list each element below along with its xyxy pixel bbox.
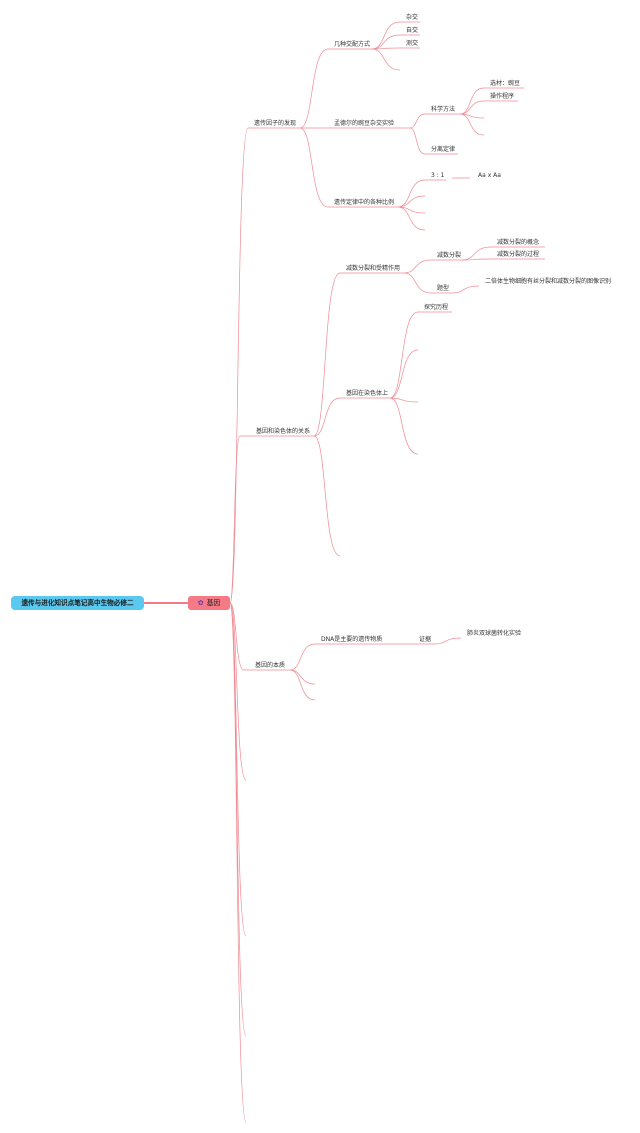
connector-line	[299, 48, 372, 129]
node-gene-chromosome-relation[interactable]: 基因和染色体的关系	[256, 428, 311, 435]
connector-line	[289, 669, 316, 685]
node-scientific-method[interactable]: 科学方法	[431, 106, 456, 113]
node-pneumococcus-transformation[interactable]: 肺炎双球菌转化实验	[467, 630, 522, 637]
connector-line	[299, 127, 398, 208]
node-ratio-3-1[interactable]: 3 : 1	[431, 172, 445, 179]
root-node[interactable]: 遗传与进化知识点笔记高中生物必修二	[11, 596, 144, 610]
connector-line	[371, 47, 420, 50]
connector-line	[389, 397, 419, 455]
node-cross-aa[interactable]: Aa x Aa	[478, 172, 501, 179]
connector-line	[229, 435, 314, 604]
connector-line	[461, 258, 545, 261]
center-node-label: 基因	[206, 599, 221, 607]
node-meiosis[interactable]: 减数分裂	[437, 252, 462, 259]
node-self-cross[interactable]: 自交	[406, 27, 419, 34]
connector-line	[289, 643, 386, 671]
node-test-cross[interactable]: 测交	[406, 40, 419, 47]
connector-line	[389, 349, 419, 399]
connector-line	[403, 272, 452, 294]
center-node-gene[interactable]: ✿基因	[188, 596, 230, 610]
node-mendel-pea-experiment[interactable]: 孟德尔的豌豆杂交实验	[334, 120, 395, 127]
connector-line	[459, 113, 485, 136]
node-heredity-factor-discovery[interactable]: 遗传因子的发现	[254, 120, 297, 127]
node-meiosis-fertilization[interactable]: 减数分裂和受精作用	[346, 265, 401, 272]
connector-line	[313, 272, 404, 437]
flower-icon: ✿	[197, 599, 204, 607]
connector-line	[229, 602, 247, 1123]
connector-line	[229, 127, 300, 604]
node-exploration-history[interactable]: 探究历程	[424, 304, 449, 311]
connector-line	[289, 669, 316, 701]
connector-line	[389, 397, 419, 403]
node-meiosis-process[interactable]: 减数分裂的过程	[497, 251, 540, 258]
node-cell-division-image-recognition[interactable]: 二倍体生物细胞有丝分裂和减数分裂的图像识别	[485, 278, 612, 285]
node-evidence[interactable]: 证据	[419, 636, 432, 643]
node-dna-main-genetic-material[interactable]: DNA是主要的遗传物质	[321, 636, 383, 643]
node-mating-methods[interactable]: 几种交配方式	[334, 41, 371, 48]
node-material-pea[interactable]: 选材：豌豆	[490, 80, 521, 87]
node-nature-of-gene[interactable]: 基因的本质	[255, 662, 286, 669]
connector-line	[459, 87, 524, 115]
connector-line	[313, 397, 390, 437]
connector-line	[371, 48, 401, 71]
node-operation-procedure[interactable]: 操作程序	[490, 93, 515, 100]
node-segregation-law[interactable]: 分离定律	[431, 146, 456, 153]
connector-line	[397, 179, 446, 208]
connector-line	[409, 127, 458, 155]
connector-line	[313, 435, 341, 557]
connector-line	[371, 34, 420, 50]
connector-line	[229, 602, 247, 781]
connector-line	[403, 259, 462, 274]
connector-line	[459, 100, 518, 115]
connector-line	[409, 113, 460, 129]
connector-line	[397, 206, 426, 231]
node-question-type[interactable]: 题型	[437, 285, 450, 292]
connector-line	[451, 285, 480, 294]
node-genetic-ratios[interactable]: 遗传定律中的各种比例	[334, 199, 395, 206]
node-meiosis-concept[interactable]: 减数分裂的概念	[497, 239, 540, 246]
node-genes-on-chromosomes[interactable]: 基因在染色体上	[346, 390, 389, 397]
connector-line	[371, 21, 420, 50]
node-hybridization[interactable]: 杂交	[406, 14, 419, 21]
connector-line	[461, 246, 545, 261]
connector-line	[229, 602, 290, 671]
connector-line	[433, 637, 462, 645]
connector-line	[397, 195, 426, 208]
